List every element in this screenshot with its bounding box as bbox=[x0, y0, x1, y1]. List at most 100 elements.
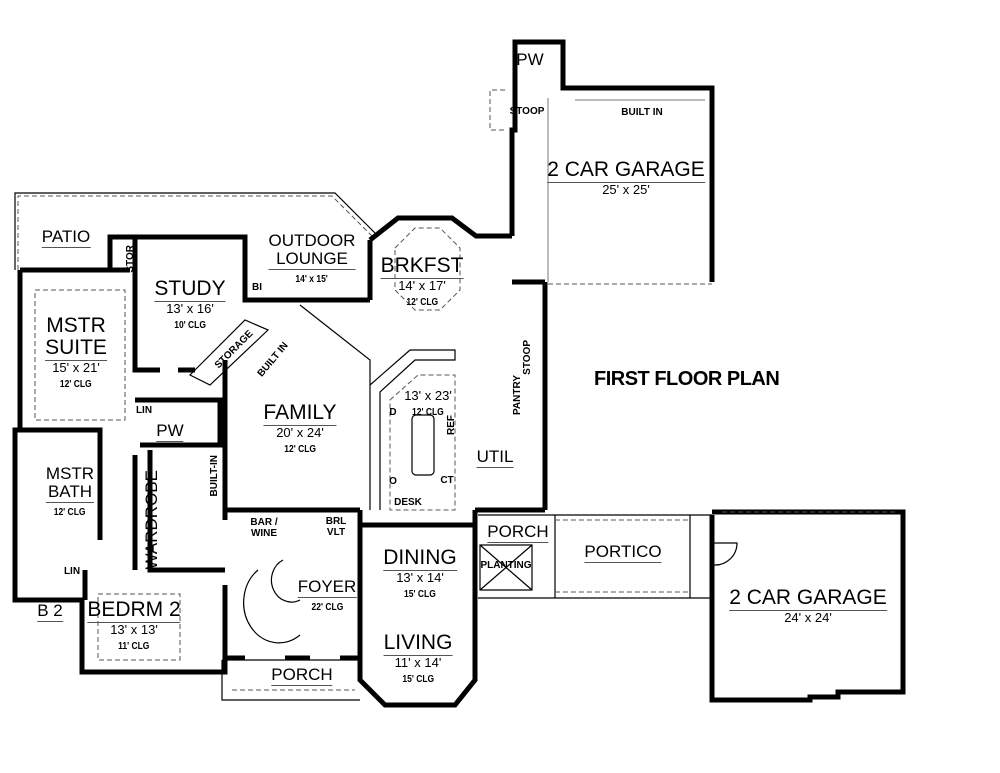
bedrm2-size: 13' x 13' bbox=[110, 622, 158, 638]
mstr-suite-size: 15' x 21' bbox=[52, 360, 100, 376]
stor-label: STOR bbox=[124, 245, 136, 273]
garage-2-size: 24' x 24' bbox=[784, 610, 832, 626]
foyer-label: FOYER 22' CLG bbox=[297, 577, 357, 615]
brl-vlt-line2: VLT bbox=[326, 526, 346, 538]
patio-outline bbox=[17, 195, 373, 270]
living-clg: 15' CLG bbox=[402, 673, 434, 685]
family-size: 20' x 24' bbox=[276, 425, 324, 441]
dining-clg: 15' CLG bbox=[404, 588, 436, 600]
west-wing-walls bbox=[12, 234, 370, 675]
bedrm2-name: BEDRM 2 bbox=[87, 598, 181, 624]
side-porch-label: PORCH bbox=[487, 522, 549, 543]
brl-vlt-line1: BRL bbox=[325, 516, 347, 527]
kitchen-clg: 12' CLG bbox=[412, 406, 444, 418]
bar-wine-line1: BAR / bbox=[250, 517, 278, 528]
foyer-clg: 22' CLG bbox=[311, 601, 343, 613]
family-angled-wall bbox=[299, 304, 371, 510]
front-porch-label: PORCH bbox=[271, 665, 333, 686]
stoop-1-outline bbox=[489, 89, 505, 131]
pantry-label: PANTRY bbox=[511, 375, 523, 415]
wardrobe-label: WARDROBE bbox=[142, 470, 162, 570]
bar-wine-label: BAR /WINE bbox=[250, 517, 278, 539]
living-name: LIVING bbox=[383, 631, 453, 657]
mstr-suite-clg: 12' CLG bbox=[60, 378, 92, 390]
kitchen-label: 13' x 23' 12' CLG bbox=[404, 389, 452, 419]
garage-1-built-in-label: BUILT IN bbox=[621, 107, 663, 118]
outdoor-lounge-size: 14' x 15' bbox=[295, 273, 329, 285]
mstr-bath-clg: 12' CLG bbox=[54, 506, 86, 518]
lin-1-label: LIN bbox=[135, 405, 153, 416]
kitchen-island bbox=[411, 414, 435, 476]
planting-box bbox=[479, 544, 533, 591]
garage-2-name: 2 CAR GARAGE bbox=[729, 586, 887, 612]
desk-label: DESK bbox=[394, 497, 422, 508]
study-size: 13' x 16' bbox=[166, 301, 214, 317]
straight-stair bbox=[188, 319, 270, 386]
mstr-bath-line1: MSTR bbox=[45, 464, 95, 483]
bar-wine-line2: WINE bbox=[250, 527, 278, 539]
bedrm2-clg: 11' CLG bbox=[118, 640, 150, 652]
portico-label: PORTICO bbox=[584, 542, 662, 563]
stoop-1-label: STOOP bbox=[509, 106, 545, 117]
garage-2-walls bbox=[709, 509, 906, 703]
patio-label: PATIO bbox=[41, 227, 91, 248]
outdoor-lounge-line1: OUTDOOR bbox=[268, 231, 356, 250]
dining-name: DINING bbox=[383, 546, 457, 572]
garage-1-name: 2 CAR GARAGE bbox=[547, 158, 705, 184]
bi-label: BI bbox=[252, 282, 262, 293]
kitchen-counter bbox=[369, 349, 456, 510]
cooktop-label: CT bbox=[440, 475, 454, 486]
pw-2-label: PW bbox=[516, 50, 544, 69]
study-clg: 10' CLG bbox=[174, 319, 206, 331]
family-clg: 12' CLG bbox=[284, 443, 316, 455]
util-label: UTIL bbox=[476, 447, 514, 468]
brkfst-ceiling bbox=[394, 227, 461, 311]
garage-2-entry-door bbox=[713, 542, 738, 566]
study-name: STUDY bbox=[154, 277, 226, 303]
outdoor-lounge-line2: LOUNGE bbox=[268, 249, 356, 270]
family-name: FAMILY bbox=[263, 401, 337, 427]
brkfst-clg: 12' CLG bbox=[406, 296, 438, 308]
mstr-suite-line2: SUITE bbox=[45, 337, 107, 362]
portico-dash bbox=[555, 519, 690, 593]
stoop-2-label: STOOP bbox=[521, 340, 533, 375]
lin-2-label: LIN bbox=[63, 566, 81, 577]
brkfst-size: 14' x 17' bbox=[398, 278, 446, 294]
curved-stair bbox=[243, 559, 301, 644]
mstr-bath-line2: BATH bbox=[45, 482, 95, 503]
pw-1-label: PW bbox=[156, 421, 184, 442]
dishwasher-label: D bbox=[389, 407, 397, 418]
kitchen-size: 13' x 23' bbox=[404, 388, 452, 403]
bedrm2-ceiling bbox=[97, 593, 181, 661]
planting-label: PLANTING bbox=[480, 560, 532, 571]
east-wall bbox=[472, 507, 545, 525]
garage-1-walls bbox=[509, 39, 715, 510]
ref-label: REF bbox=[445, 415, 457, 435]
portico-outline bbox=[478, 514, 712, 599]
mstr-suite-ceiling bbox=[34, 289, 126, 421]
brkfst-name: BRKFST bbox=[380, 254, 464, 280]
dining-size: 13' x 14' bbox=[396, 570, 444, 586]
plan-title: FIRST FLOOR PLAN bbox=[594, 368, 780, 390]
living-size: 11' x 14' bbox=[394, 655, 442, 671]
patio-edge bbox=[14, 192, 376, 270]
b2-label: B 2 bbox=[37, 601, 63, 622]
oven-label: O bbox=[389, 476, 397, 487]
foyer-name: FOYER bbox=[297, 577, 357, 598]
kitchen-ceiling bbox=[389, 374, 456, 511]
interior-partitions bbox=[20, 397, 228, 600]
built-in-hall-label: BUILT-IN bbox=[208, 455, 220, 497]
